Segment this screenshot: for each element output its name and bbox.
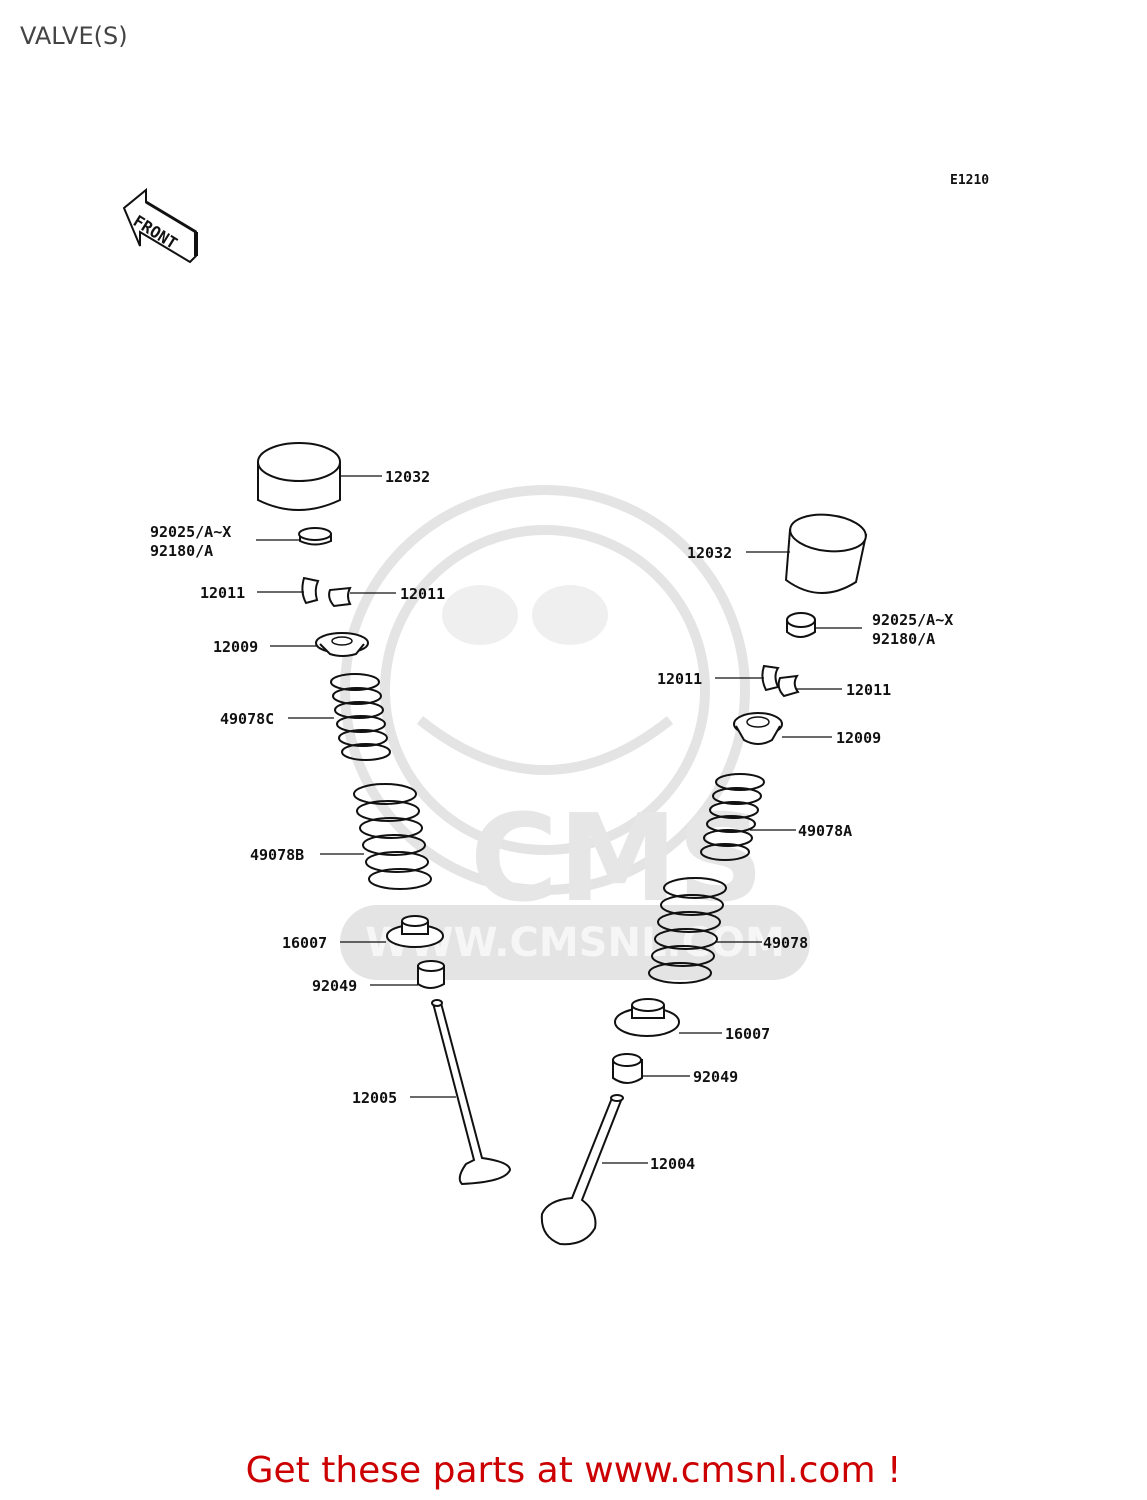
label-r-shim-a: 92025/A~X (872, 611, 953, 629)
left-tappet-part (257, 442, 341, 511)
label-l-shim-b: 92180/A (150, 542, 213, 560)
footer-link[interactable]: Get these parts at www.cmsnl.com ! (245, 1450, 902, 1491)
label-r-valve: 12004 (650, 1155, 695, 1173)
label-l-seat: 16007 (282, 934, 327, 952)
diagram-code: E1210 (950, 173, 989, 188)
label-r-retainer: 12009 (836, 729, 881, 747)
right-inner-spring-part (700, 773, 765, 861)
page-title: VALVE(S) (20, 22, 128, 50)
label-l-tappet: 12032 (385, 468, 430, 486)
label-r-keeper-left: 12011 (657, 670, 702, 688)
cms-watermark: CMS WWW.CMSNL.COM (340, 485, 810, 980)
left-retainer-part (315, 632, 369, 657)
left-inner-spring-part (330, 673, 391, 761)
label-l-retainer: 12009 (213, 638, 258, 656)
label-r-tappet: 12032 (687, 544, 732, 562)
label-l-keeper-left: 12011 (200, 584, 245, 602)
right-valve-part (540, 1094, 624, 1246)
right-stem-seal-part (612, 1053, 643, 1084)
label-l-seal: 92049 (312, 977, 357, 995)
left-shim-part (298, 527, 332, 546)
label-l-keeper-right: 12011 (400, 585, 445, 603)
label-r-seal: 92049 (693, 1068, 738, 1086)
label-r-seat: 16007 (725, 1025, 770, 1043)
left-stem-seal-part (417, 960, 445, 989)
label-r-shim-b: 92180/A (872, 630, 935, 648)
label-l-spring-outer: 49078B (250, 846, 304, 864)
right-keeper-part (761, 664, 800, 698)
right-spring-seat-part (614, 998, 680, 1037)
label-r-spring-outer: 49078 (763, 934, 808, 952)
left-outer-spring-part (353, 783, 432, 890)
front-arrow-icon: FRONT (122, 187, 198, 264)
left-spring-seat-part (386, 915, 444, 948)
label-l-spring-inner: 49078C (220, 710, 274, 728)
right-outer-spring-part (648, 877, 727, 984)
left-valve-part (431, 999, 512, 1186)
right-shim-part (786, 612, 816, 638)
left-keeper-part (301, 576, 352, 608)
label-l-shim-a: 92025/A~X (150, 523, 231, 541)
label-r-keeper-right: 12011 (846, 681, 891, 699)
right-tappet-part (784, 513, 868, 594)
right-retainer-part (733, 712, 783, 745)
label-r-spring-inner: 49078A (798, 822, 852, 840)
label-l-valve: 12005 (352, 1089, 397, 1107)
